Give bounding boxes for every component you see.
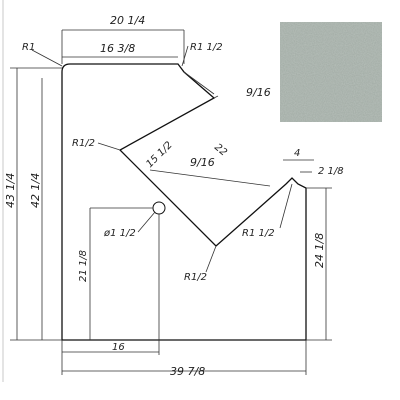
label-inner-width-top: 16 3/8 (100, 42, 135, 55)
label-right-top-width: 4 (294, 148, 300, 159)
diag-inner-line (183, 71, 219, 99)
label-overall-width-bottom: 39 7/8 (170, 365, 205, 378)
leader-r-half-bottom (205, 245, 217, 273)
label-overall-height-outer: 43 1/4 (4, 173, 17, 208)
label-right-top-offset: 2 1/8 (318, 166, 344, 177)
leader-r1 (31, 49, 63, 67)
label-hole-diameter: ø1 1/2 (103, 228, 136, 239)
label-overall-height-inner: 42 1/4 (29, 173, 42, 208)
leader-r1-half-right (279, 183, 293, 229)
leader-r1-half-top (181, 45, 189, 67)
label-right-height: 24 1/8 (313, 233, 326, 268)
leader-r-half-left (97, 142, 121, 151)
label-diag-width-right: 9/16 (190, 156, 215, 169)
label-radius-upper-left: R1/2 (72, 138, 95, 149)
label-radius-right-notch: R1 1/2 (242, 228, 275, 239)
countertop-outline (61, 63, 307, 341)
label-overall-width-top: 20 1/4 (110, 14, 145, 27)
label-radius-bottom-vertex: R1/2 (184, 272, 207, 283)
diag-right-edge (149, 169, 271, 187)
stone-swatch (280, 22, 382, 122)
label-hole-x: 16 (112, 342, 125, 353)
label-diag-width-left: 9/16 (246, 86, 271, 99)
leader-hole (137, 211, 156, 233)
label-radius-top-notch: R1 1/2 (190, 42, 223, 53)
label-radius-top-left: R1 (22, 42, 35, 53)
label-hole-height: 21 1/8 (78, 250, 89, 282)
label-diag-depth: 15 1/2 (144, 140, 174, 170)
